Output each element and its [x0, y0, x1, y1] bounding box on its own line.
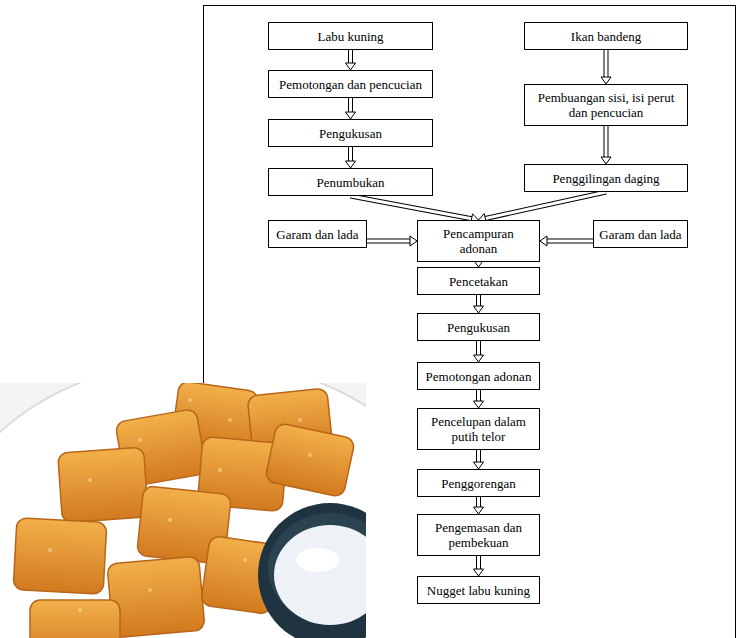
process-box: Pengukusan	[268, 119, 433, 147]
flow-arrow	[474, 341, 484, 362]
process-box: Penggorengan	[417, 469, 540, 497]
process-box: Labu kuning	[268, 22, 433, 50]
process-box: Pembuangan sisi, isi perut dan pencucian	[524, 84, 688, 126]
flow-arrow	[367, 236, 417, 246]
process-label: Ikan bandeng	[571, 29, 641, 44]
flow-arrow	[346, 98, 356, 119]
process-box: Pemotongan adonan	[417, 362, 540, 390]
process-box: Garam dan lada	[593, 220, 688, 248]
process-label: Pencelupan dalam putih telor	[423, 414, 534, 444]
flow-arrow	[474, 556, 484, 576]
process-label: Garam dan lada	[599, 227, 681, 242]
flow-arrow	[474, 450, 484, 469]
process-box: Penggilingan daging	[524, 164, 688, 192]
flow-arrow	[474, 295, 484, 313]
process-label: Pencampuran adonan	[423, 226, 534, 256]
process-label: Penumbukan	[317, 175, 385, 190]
flow-arrow	[601, 50, 611, 84]
process-label: Pembuangan sisi, isi perut dan pencucian	[530, 90, 682, 120]
process-box: Pencelupan dalam putih telor	[417, 408, 540, 450]
flow-arrow	[479, 192, 607, 223]
process-box: Ikan bandeng	[524, 22, 688, 50]
process-label: Labu kuning	[317, 29, 383, 44]
process-box: Penumbukan	[268, 168, 433, 196]
flow-arrow	[346, 147, 356, 168]
process-label: Garam dan lada	[276, 227, 358, 242]
process-label: Nugget labu kuning	[427, 583, 530, 598]
process-label: Penggilingan daging	[552, 171, 659, 186]
flow-arrow	[601, 126, 611, 164]
process-box: Pengukusan	[417, 313, 540, 341]
process-box: Nugget labu kuning	[417, 576, 540, 604]
process-label: Pencetakan	[449, 274, 508, 289]
flow-arrow	[346, 50, 356, 70]
process-box: Pengemasan dan pembekuan	[417, 514, 540, 556]
process-box: Pencetakan	[417, 267, 540, 295]
process-box: Garam dan lada	[268, 220, 367, 248]
process-label: Pemotongan dan pencucian	[279, 77, 422, 92]
process-box: Pemotongan dan pencucian	[268, 70, 433, 98]
process-label: Pengukusan	[319, 126, 382, 141]
flow-arrow	[474, 497, 484, 514]
process-label: Penggorengan	[441, 476, 515, 491]
process-box: Pencampuran adonan	[417, 220, 540, 262]
frame	[204, 6, 736, 638]
process-label: Pengemasan dan pembekuan	[423, 520, 534, 550]
nugget-photo	[0, 383, 366, 638]
flow-arrow	[540, 236, 593, 246]
process-label: Pengukusan	[447, 320, 510, 335]
flow-arrow	[474, 390, 484, 408]
process-label: Pemotongan adonan	[426, 369, 532, 384]
